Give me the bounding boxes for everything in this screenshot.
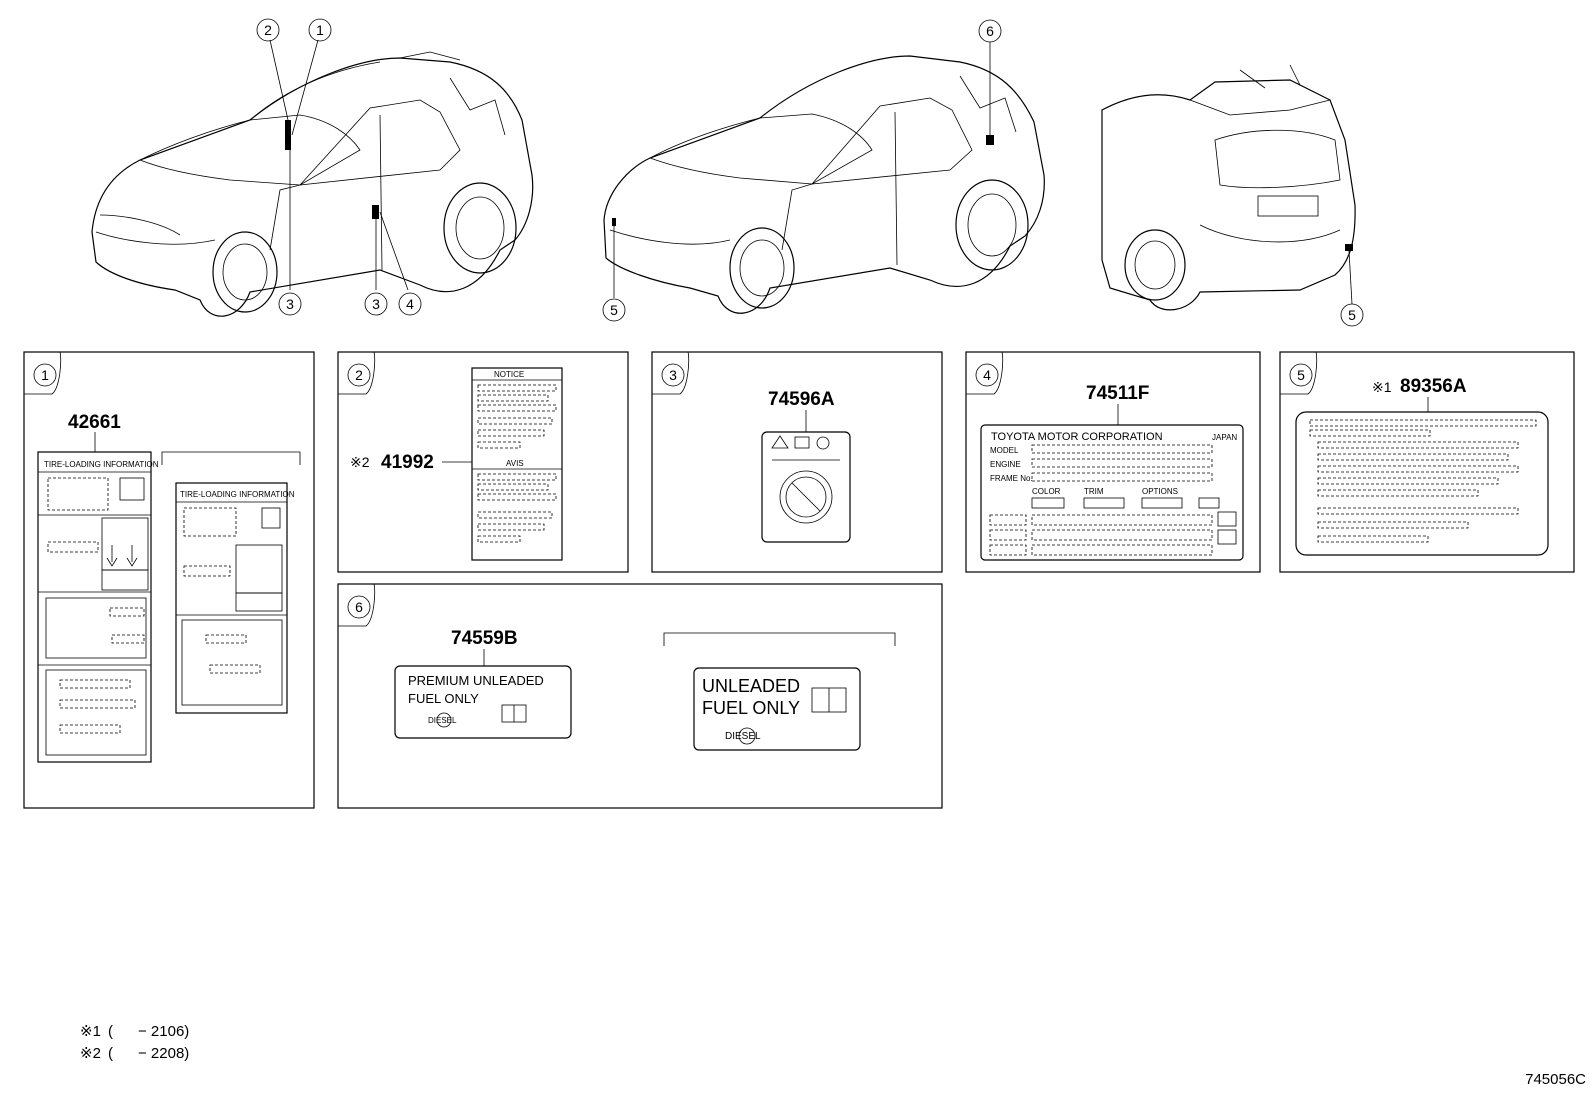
svg-text:MODEL: MODEL	[990, 446, 1019, 455]
svg-text:※1: ※1	[80, 1023, 101, 1040]
svg-text:TIRE-LOADING INFORMATION: TIRE-LOADING INFORMATION	[44, 460, 159, 469]
svg-text:( − 2106): ( − 2106)	[108, 1023, 189, 1040]
svg-text:AVIS: AVIS	[506, 459, 524, 468]
svg-text:4: 4	[983, 367, 991, 383]
panel-1: 1 42661 TIRE-LOADING INFORMATION TIRE-LO…	[23, 351, 315, 809]
svg-text:3: 3	[669, 367, 677, 383]
panel-4: 4 74511F TOYOTA MOTOR CORPORATION JAPAN …	[965, 351, 1261, 573]
svg-text:74559B: 74559B	[451, 628, 518, 649]
svg-text:3: 3	[372, 296, 380, 312]
callout-circle-2	[256, 18, 280, 42]
panel-6: 6 74559B PREMIUM UNLEADED FUEL ONLY DIES…	[337, 583, 943, 809]
svg-text:89356A: 89356A	[1400, 376, 1467, 397]
svg-text:2: 2	[355, 367, 363, 383]
svg-text:FUEL ONLY: FUEL ONLY	[702, 698, 800, 718]
svg-text:5: 5	[1348, 307, 1356, 323]
panel-2: 2 ※2 41992 NOTICE AVIS	[337, 351, 629, 573]
car1-callouts: 2 1 3 3 4	[256, 18, 422, 316]
svg-text:74596A: 74596A	[768, 389, 835, 410]
car-front-view-right	[603, 55, 1045, 314]
svg-text:FUEL ONLY: FUEL ONLY	[408, 691, 479, 706]
callout-circle-6	[978, 19, 1002, 43]
svg-text:※2: ※2	[80, 1045, 101, 1062]
callout-circle-1	[308, 18, 332, 42]
svg-text:PREMIUM UNLEADED: PREMIUM UNLEADED	[408, 673, 544, 688]
panel-5: 5 ※1 89356A	[1279, 351, 1575, 573]
car2-callouts: 6 5	[602, 19, 1002, 322]
diagram-id: 745056C	[1525, 1071, 1586, 1088]
svg-text:TOYOTA MOTOR CORPORATION: TOYOTA MOTOR CORPORATION	[991, 431, 1163, 443]
svg-text:41992: 41992	[381, 452, 434, 473]
svg-text:DIESEL: DIESEL	[725, 731, 761, 742]
svg-text:3: 3	[286, 296, 294, 312]
svg-text:42661: 42661	[68, 412, 121, 433]
svg-text:DIESEL: DIESEL	[428, 716, 457, 725]
svg-text:ENGINE: ENGINE	[990, 460, 1021, 469]
callout-circle-3	[278, 292, 302, 316]
car-rear-view	[1101, 64, 1356, 311]
svg-text:TIRE-LOADING INFORMATION: TIRE-LOADING INFORMATION	[180, 490, 295, 499]
svg-text:2: 2	[264, 22, 272, 38]
svg-text:※2: ※2	[350, 454, 370, 470]
callout-circle-5b	[1340, 303, 1364, 327]
svg-text:6: 6	[986, 23, 994, 39]
car3-callouts: 5	[1340, 250, 1364, 327]
svg-text:4: 4	[406, 296, 414, 312]
car-front-view-left	[91, 51, 534, 317]
callout-circle-5	[602, 298, 626, 322]
svg-text:6: 6	[355, 599, 363, 615]
svg-text:COLOR: COLOR	[1032, 487, 1061, 496]
svg-text:1: 1	[316, 22, 324, 38]
footnotes: ※1 ( − 2106) ※2 ( − 2208)	[80, 1023, 189, 1062]
svg-text:5: 5	[1297, 367, 1305, 383]
svg-text:※1: ※1	[1372, 379, 1392, 395]
svg-text:74511F: 74511F	[1086, 383, 1149, 404]
svg-text:1: 1	[41, 367, 49, 383]
svg-text:( − 2208): ( − 2208)	[108, 1045, 189, 1062]
panel-3: 3 74596A	[651, 351, 943, 573]
svg-text:UNLEADED: UNLEADED	[702, 676, 800, 696]
svg-text:FRAME No.: FRAME No.	[990, 474, 1033, 483]
svg-text:NOTICE: NOTICE	[494, 370, 524, 379]
callout-circle-4	[398, 292, 422, 316]
callout-circle-3b	[364, 292, 388, 316]
svg-text:TRIM: TRIM	[1084, 487, 1104, 496]
svg-text:OPTIONS: OPTIONS	[1142, 487, 1178, 496]
svg-text:5: 5	[610, 302, 618, 318]
svg-text:JAPAN: JAPAN	[1212, 433, 1237, 442]
